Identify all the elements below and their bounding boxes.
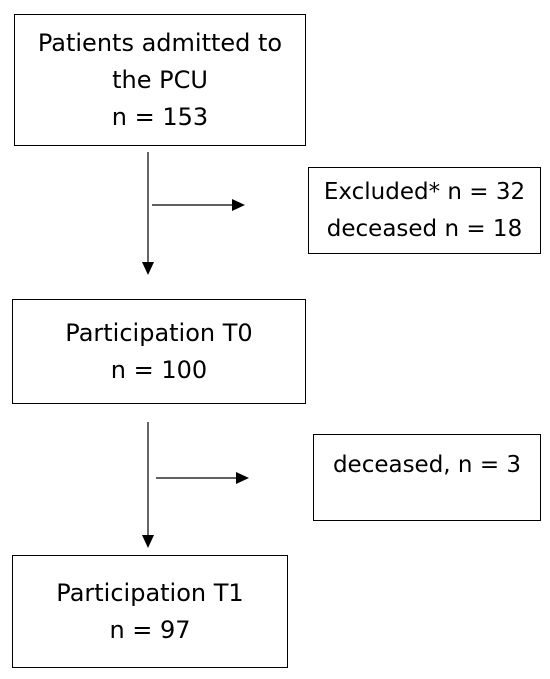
exclusion-box-2: deceased, n = 3 — [313, 434, 541, 521]
participation-t0-count: n = 100 — [110, 355, 208, 384]
admitted-title-line1: Patients admitted to — [37, 28, 283, 57]
deceased-count-1: deceased n = 18 — [326, 215, 523, 242]
admitted-count: n = 153 — [111, 102, 209, 131]
participation-t1-box: Participation T1 n = 97 — [12, 555, 288, 668]
arrowhead-to-exclusion-1 — [232, 199, 245, 211]
participation-t1-count: n = 97 — [109, 615, 191, 644]
admitted-title-line2: the PCU — [112, 65, 208, 94]
arrowhead-t0-to-t1 — [142, 535, 154, 548]
participation-t0-box: Participation T0 n = 100 — [12, 299, 306, 404]
participation-t1-label: Participation T1 — [56, 578, 244, 607]
deceased-count-2: deceased, n = 3 — [332, 452, 522, 478]
participation-t0-label: Participation T0 — [65, 318, 253, 347]
exclusion-box-1: Excluded* n = 32 deceased n = 18 — [308, 167, 541, 254]
arrowhead-admitted-to-t0 — [142, 262, 154, 275]
arrowhead-to-exclusion-2 — [236, 472, 249, 484]
admitted-box: Patients admitted to the PCU n = 153 — [14, 14, 306, 146]
excluded-count: Excluded* n = 32 — [323, 178, 526, 205]
